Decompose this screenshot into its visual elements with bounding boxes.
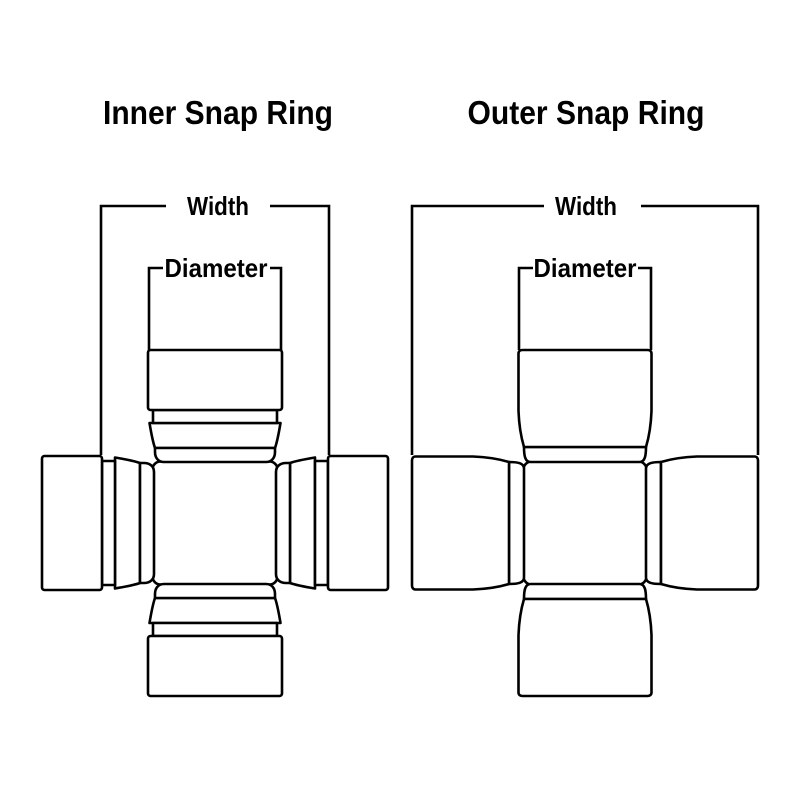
diameter-bracket-right-arm: [638, 266, 653, 350]
inner-snap-ring-diagram: Inner Snap Ring Width Diameter: [40, 94, 390, 698]
diameter-dimension-indicator: Diameter: [517, 253, 653, 350]
ujoint-cross-inner: [40, 348, 390, 698]
diameter-label: Diameter: [165, 253, 268, 283]
diagram-title: Outer Snap Ring: [468, 94, 705, 131]
width-bracket-left-arm: [410, 204, 544, 455]
diameter-bracket-left-arm: [147, 266, 163, 350]
cross-center-body: [151, 460, 279, 586]
bearing-cap-left: [410, 455, 526, 591]
bearing-cap-right: [644, 455, 760, 591]
bearing-cap-top: [517, 348, 653, 464]
diameter-bracket-right-arm: [270, 266, 283, 350]
bearing-cap-bottom: [517, 582, 653, 698]
bearing-cap-top: [146, 348, 284, 464]
outer-snap-ring-diagram: Outer Snap Ring Width Diameter: [410, 94, 760, 698]
width-bracket-right-arm: [270, 204, 331, 455]
width-label: Width: [187, 191, 249, 221]
width-bracket-left-arm: [99, 204, 166, 455]
width-dimension-indicator: Width: [410, 191, 760, 455]
cross-center-body: [522, 460, 648, 586]
width-dimension-indicator: Width: [99, 191, 331, 455]
bearing-cap-left: [40, 454, 156, 592]
diameter-label: Diameter: [534, 253, 637, 283]
diameter-dimension-indicator: Diameter: [147, 253, 283, 350]
bearing-cap-bottom: [146, 582, 284, 698]
diameter-bracket-left-arm: [517, 266, 533, 350]
bearing-cap-right: [274, 454, 390, 592]
ujoint-cross-outer: [410, 348, 760, 698]
width-label: Width: [555, 191, 617, 221]
width-bracket-right-arm: [641, 204, 760, 455]
diagram-title: Inner Snap Ring: [103, 94, 333, 131]
